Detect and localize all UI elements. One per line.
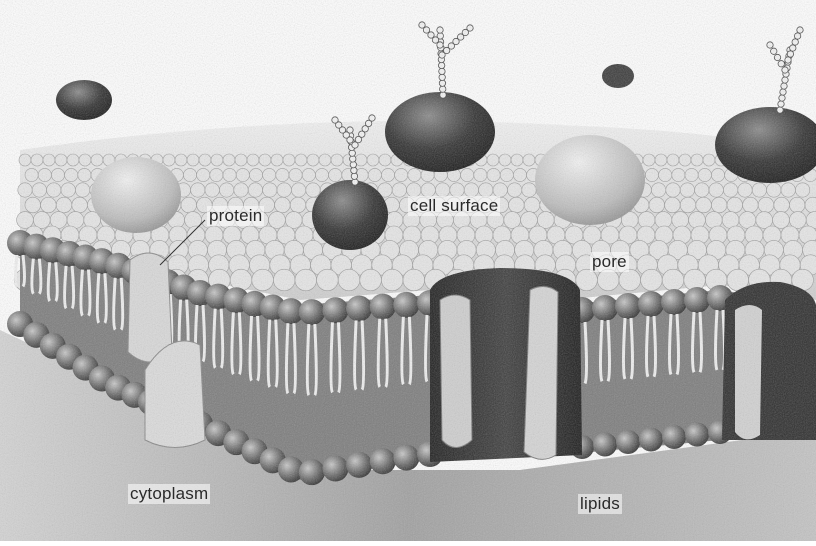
label-cytoplasm: cytoplasm	[128, 484, 210, 504]
label-protein: protein	[207, 206, 264, 226]
label-cell-surface: cell surface	[408, 196, 500, 216]
label-pore: pore	[590, 252, 629, 272]
label-lipids: lipids	[578, 494, 622, 514]
